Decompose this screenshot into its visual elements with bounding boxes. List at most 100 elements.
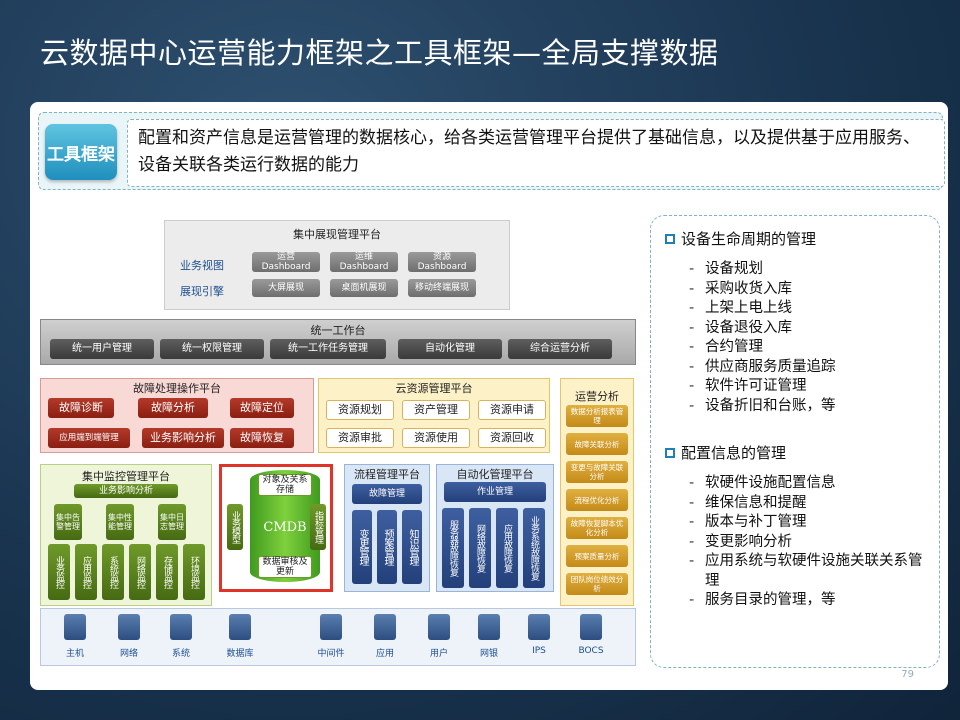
- list-item: 版本与补丁管理: [689, 513, 929, 533]
- list-item: 应用系统与软硬件设施关联关系管理: [689, 552, 929, 591]
- list-item: 采购收货入库: [689, 280, 836, 300]
- summary-text: 配置和资产信息是运营管理的数据核心，给各类运营管理平台提供了基础信息，以及提供基…: [127, 119, 945, 187]
- right-panel: 设备生命周期的管理 设备规划采购收货入库上架上电上线设备退役入库合约管理供应商服…: [650, 215, 940, 668]
- ops-item-2: 变更与故障关联分析: [566, 461, 628, 483]
- workbench-title: 统一工作台: [310, 324, 366, 337]
- tool-framework-badge: 工具框架: [45, 124, 117, 180]
- section-lifecycle-title: 设备生命周期的管理: [681, 230, 817, 248]
- device-label-9: BOCS: [578, 646, 604, 656]
- device-label-7: 网银: [479, 649, 498, 659]
- process-platform-title: 流程管理平台: [354, 468, 420, 481]
- page-number: 79: [901, 669, 914, 680]
- cloud-platform-title: 云资源管理平台: [395, 382, 473, 395]
- fault-item-5: 故障恢复: [230, 428, 294, 448]
- business-view-label: 业务视图: [180, 259, 224, 272]
- process-item-2: 知识管理: [402, 510, 422, 584]
- summary-box: 工具框架 配置和资产信息是运营管理的数据核心，给各类运营管理平台提供了基础信息，…: [38, 112, 945, 190]
- cmdb-top: 对象及关系存储: [258, 474, 312, 496]
- list-item: 供应商服务质量追踪: [689, 358, 836, 378]
- workbench-item-1: 统一权限管理: [160, 339, 264, 359]
- monitor-bottom-5: 环境监控: [183, 544, 205, 600]
- list-item: 合约管理: [689, 338, 836, 358]
- monitor-top-1: 集中性能管理: [106, 504, 134, 540]
- automation-platform-title: 自动化管理平台: [456, 468, 534, 481]
- list-item: 变更影响分析: [689, 533, 929, 553]
- process-item-0: 变更管理: [352, 510, 372, 584]
- fault-item-4: 业务影响分析: [142, 428, 224, 448]
- device-label-6: 用户: [429, 649, 448, 659]
- process-item-1: 预案管理: [377, 510, 397, 584]
- device-label-2: 系统: [171, 649, 190, 659]
- display-engine-label: 展现引擎: [180, 285, 224, 298]
- workbench-item-2: 统一工作任务管理: [270, 339, 386, 359]
- device-icon-5: [374, 614, 396, 640]
- device-icon-8: [528, 614, 550, 640]
- automation-item-1: 网络故障恢复: [469, 508, 491, 588]
- monitor-sub: 业务影响分析: [74, 484, 178, 498]
- display-engine-1: 桌面机展现: [330, 279, 398, 297]
- section-config: 配置信息的管理: [665, 442, 786, 463]
- dashboard-view-0: 运营 Dashboard: [252, 252, 320, 272]
- monitor-bottom-1: 应用监控: [75, 544, 97, 600]
- workbench-item-3: 自动化管理: [398, 339, 502, 359]
- list-item: 软件许可证管理: [689, 377, 836, 397]
- list-item: 软硬件设施配置信息: [689, 474, 929, 494]
- dashboard-view-2: 资源 Dashboard: [408, 252, 476, 272]
- device-label-0: 主机: [65, 649, 84, 659]
- cmdb-label: CMDB: [263, 520, 307, 535]
- monitor-platform-title: 集中监控管理平台: [82, 470, 170, 483]
- ops-item-1: 故障关联分析: [566, 433, 628, 455]
- list-item: 服务目录的管理，等: [689, 591, 929, 611]
- display-platform-title: 集中展现管理平台: [293, 228, 381, 241]
- monitor-bottom-0: 业务监控: [48, 544, 70, 600]
- dashboard-view-1: 运维 Dashboard: [330, 252, 398, 272]
- ops-item-5: 预案质量分析: [566, 545, 628, 567]
- automation-header: 作业管理: [444, 482, 546, 502]
- device-icon-9: [580, 614, 602, 640]
- list-item: 维保信息和提醒: [689, 494, 929, 514]
- monitor-bottom-4: 存储监控: [156, 544, 178, 600]
- cloud-item-0: 资源规划: [326, 400, 394, 420]
- content-card: 工具框架 配置和资产信息是运营管理的数据核心，给各类运营管理平台提供了基础信息，…: [30, 102, 948, 690]
- list-item: 上架上电上线: [689, 299, 836, 319]
- cmdb-left: 业务模型: [227, 504, 243, 550]
- ops-item-3: 流程优化分析: [566, 489, 628, 511]
- process-header: 故障管理: [352, 484, 422, 504]
- automation-item-0: 服务器故障恢复: [442, 508, 464, 588]
- monitor-top-0: 集中告警管理: [54, 504, 82, 540]
- device-icon-6: [428, 614, 450, 640]
- lifecycle-list: 设备规划采购收货入库上架上电上线设备退役入库合约管理供应商服务质量追踪软件许可证…: [689, 260, 836, 416]
- list-item: 设备折旧和台账，等: [689, 397, 836, 417]
- bullet-square-icon: [665, 233, 675, 244]
- list-item: 设备退役入库: [689, 319, 836, 339]
- page-title: 云数据中心运营能力框架之工具框架—全局支撑数据: [40, 36, 719, 70]
- config-list: 软硬件设施配置信息维保信息和提醒版本与补丁管理变更影响分析应用系统与软硬件设施关…: [689, 474, 929, 611]
- monitor-bottom-2: 系统监控: [102, 544, 124, 600]
- cmdb-right: 指标管理: [310, 504, 326, 550]
- automation-item-3: 业务系统故障恢复: [523, 508, 545, 588]
- fault-item-0: 故障诊断: [48, 398, 114, 418]
- cmdb-bottom: 数据审核及更新: [258, 556, 312, 578]
- fault-item-3: 应用端到端管理: [48, 428, 130, 448]
- cloud-item-3: 资源审批: [326, 428, 394, 448]
- device-label-4: 中间件: [317, 649, 345, 659]
- device-icon-7: [478, 614, 500, 640]
- ops-item-4: 故障恢复脚本优化分析: [566, 517, 628, 539]
- ops-item-6: 团队岗位绩效分析: [566, 573, 628, 595]
- ops-item-0: 数据分析报表管理: [566, 405, 628, 427]
- device-label-8: IPS: [532, 646, 546, 656]
- cloud-item-5: 资源回收: [478, 428, 546, 448]
- cloud-item-4: 资源使用: [402, 428, 470, 448]
- device-icon-1: [118, 614, 140, 640]
- device-icon-2: [170, 614, 192, 640]
- fault-platform-title: 故障处理操作平台: [133, 382, 221, 395]
- list-item: 设备规划: [689, 260, 836, 280]
- device-label-3: 数据库: [226, 649, 254, 659]
- device-label-1: 网络: [119, 649, 138, 659]
- automation-item-2: 应用故障恢复: [496, 508, 518, 588]
- workbench-item-0: 统一用户管理: [50, 339, 154, 359]
- workbench-item-4: 综合运营分析: [508, 339, 612, 359]
- ops-analysis-title: 运营分析: [575, 390, 619, 403]
- cloud-item-2: 资源申请: [478, 400, 546, 420]
- device-icon-3: [229, 614, 251, 640]
